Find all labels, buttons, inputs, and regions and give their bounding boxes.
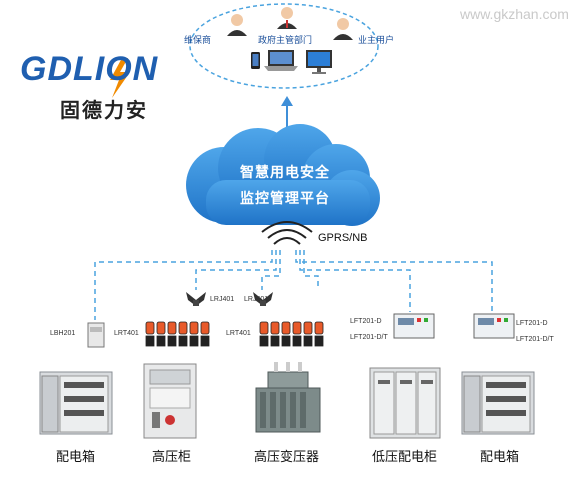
laptop-icon: [264, 50, 298, 71]
cloud-shape: [186, 124, 380, 226]
device-label-lft-left-2: LFT201-D/T: [350, 334, 388, 341]
mobile-phone-icon: [251, 52, 260, 69]
device-label-lft-right-1: LFT201-D: [516, 320, 548, 327]
device-label-lrj401-left: LRJ401: [210, 296, 235, 303]
hv-transformer: [255, 362, 321, 433]
lft201-left-meter: [393, 313, 435, 339]
cloud-title-line1: 智慧用电安全: [240, 165, 330, 181]
device-label-lft-right-2: LFT201-D/T: [516, 336, 554, 343]
dashed-bus-lines: [94, 250, 493, 320]
equipment-label-hv-transformer: 高压变压器: [254, 450, 320, 465]
maintenance-user-icon: [227, 14, 247, 36]
lbh201-device: [87, 322, 105, 348]
lv-distribution-cabinet: [369, 367, 441, 439]
distribution-box-left: [39, 371, 113, 435]
lrj401-right-sensor: [253, 292, 273, 306]
lrt401-mid-row: [259, 321, 324, 347]
lrj401-left-sensor: [186, 292, 206, 306]
equipment-label-distribution-box-left: 配电箱: [56, 450, 96, 465]
device-label-lrt401-left: LRT401: [114, 330, 139, 337]
role-label-government: 政府主管部门: [258, 36, 313, 46]
role-label-maintenance: 维保商: [184, 36, 212, 46]
equipment-label-hv-cabinet: 高压柜: [152, 450, 192, 465]
users-ellipse: [189, 3, 379, 89]
hv-cabinet: [143, 363, 197, 439]
equipment-label-distribution-box-right: 配电箱: [480, 450, 520, 465]
device-label-lbh201: LBH201: [50, 330, 76, 337]
brand-logo-chinese: 固德力安: [60, 98, 148, 122]
owner-user-icon: [333, 18, 353, 40]
device-label-lrj401-right: LRJ401: [244, 296, 269, 303]
device-label-lrt401-mid: LRT401: [226, 330, 251, 337]
network-label: GPRS/NB: [318, 232, 368, 244]
lrt401-left-row: [145, 321, 210, 347]
equipment-label-lv-cabinet: 低压配电柜: [372, 450, 438, 465]
wireless-signal-icon: [261, 221, 313, 245]
government-user-icon: [277, 7, 297, 29]
device-label-lft-left-1: LFT201-D: [350, 318, 382, 325]
up-arrow-head: [281, 96, 293, 106]
desktop-monitor-icon: [306, 50, 332, 74]
role-label-owner: 业主用户: [358, 36, 395, 46]
brand-logo-text: GDLION: [20, 50, 159, 88]
logo-bolt-icon: [110, 58, 130, 98]
lft201-right-meter: [473, 313, 515, 339]
distribution-box-right: [461, 371, 535, 435]
cloud-title-line2: 监控管理平台: [240, 191, 330, 207]
watermark-text: www.gkzhan.com: [460, 6, 569, 22]
